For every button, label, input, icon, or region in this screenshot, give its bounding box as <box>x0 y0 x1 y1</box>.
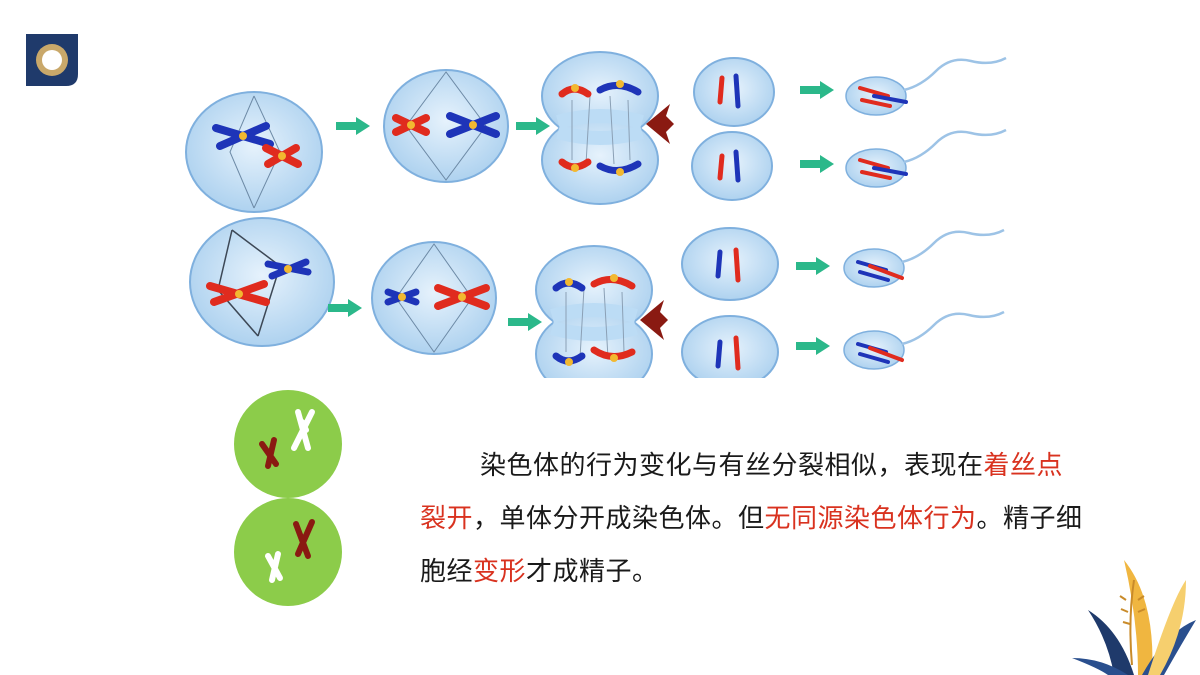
text-seg-3: ，单体分开成染色体。但 <box>473 504 765 534</box>
text-seg-1: 染色体的行为变化与有丝分裂相似，表现在 <box>480 451 984 481</box>
text-highlight-deform: 变形 <box>473 557 527 587</box>
meiosis-diagram <box>185 51 1008 399</box>
text-highlight-no-homologous: 无同源染色体行为 <box>764 504 977 534</box>
text-highlight-centromere: 着丝点裂开 <box>420 451 1064 534</box>
row-1 <box>185 51 1008 213</box>
ring-logo-icon <box>26 34 78 86</box>
leaf-decoration-icon <box>1072 560 1196 675</box>
mini-cells-diagram <box>234 390 342 606</box>
row-2 <box>189 217 1006 399</box>
text-panel <box>408 378 1108 610</box>
text-seg-5: 。精子细胞经 <box>420 504 1083 587</box>
text-seg-7: 才成精子。 <box>526 557 659 587</box>
description-paragraph: 染色体的行为变化与有丝分裂相似，表现在着丝点裂开，单体分开成染色体。但无同源染色… <box>420 440 1088 599</box>
